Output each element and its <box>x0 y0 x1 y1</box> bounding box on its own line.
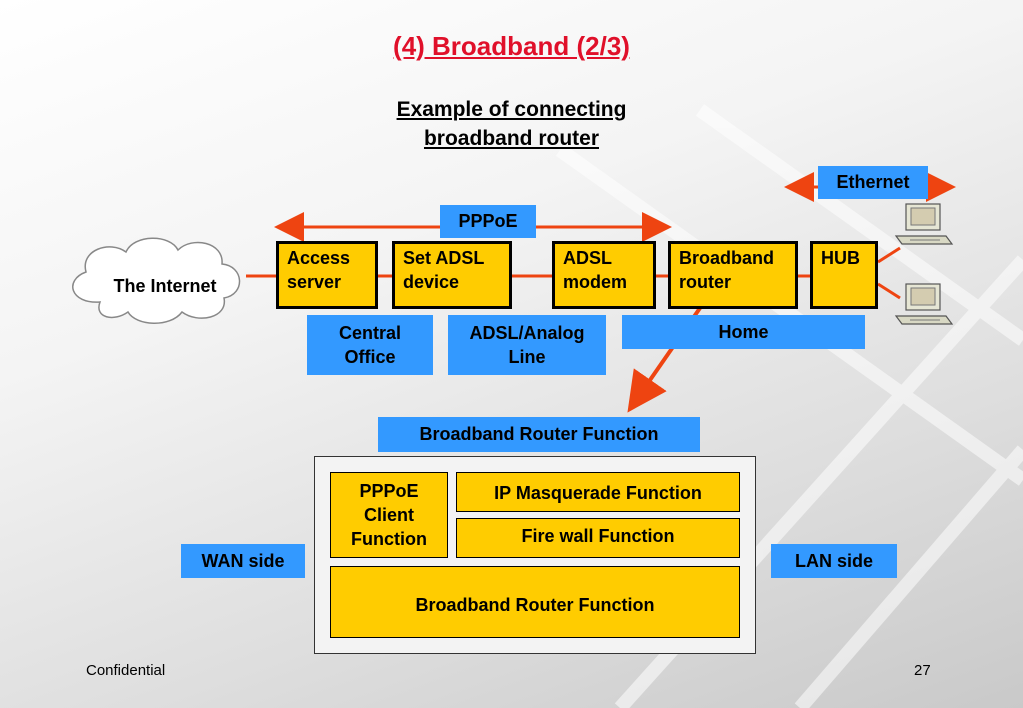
node-label-line2: server <box>287 272 342 292</box>
segment-home: Home <box>622 315 865 349</box>
node-label-line1: Access <box>287 248 351 268</box>
subtitle-line-2: broadband router <box>423 127 599 150</box>
node-label-line2: device <box>403 272 460 292</box>
node-access-server: Access server <box>276 241 378 309</box>
node-hub: HUB <box>810 241 878 309</box>
node-label-line1: ADSL <box>563 248 612 268</box>
link-hub-pc1 <box>877 246 901 264</box>
segment-label-line2: Line <box>508 347 546 367</box>
lan-side-label: LAN side <box>771 544 897 578</box>
page-title: (4) Broadband (2/3) <box>393 31 630 61</box>
computer-icon <box>894 283 954 325</box>
segment-adsl-analog-line: ADSL/Analog Line <box>448 315 606 375</box>
node-label-line1: Set ADSL <box>403 248 485 268</box>
diagram-subtitle: Example of connecting broadband router <box>0 95 1023 153</box>
link-hub-pc2 <box>877 282 901 300</box>
node-label-line2: router <box>679 272 732 292</box>
node-label-line1: HUB <box>821 248 860 268</box>
confidential-footer: Confidential <box>86 662 166 679</box>
node-broadband-router: Broadband router <box>668 241 798 309</box>
node-set-adsl-device: Set ADSL device <box>392 241 512 309</box>
node-label-line1: Broadband <box>679 248 775 268</box>
function-label-line3: Function <box>351 529 427 549</box>
segment-label-line1: Central <box>338 323 401 343</box>
ethernet-label: Ethernet <box>818 166 928 199</box>
segment-label-line1: ADSL/Analog <box>469 323 585 343</box>
internet-label: The Internet <box>113 276 217 296</box>
subtitle-line-1: Example of connecting <box>396 98 627 121</box>
function-header: Broadband Router Function <box>378 417 700 452</box>
ip-masquerade-function: IP Masquerade Function <box>456 472 740 512</box>
firewall-function: Fire wall Function <box>456 518 740 558</box>
wan-side-label: WAN side <box>181 544 305 578</box>
pppoe-label: PPPoE <box>440 205 536 238</box>
segment-label-line2: Office <box>344 347 396 367</box>
page-number: 27 <box>914 662 931 679</box>
node-label-line2: modem <box>563 272 628 292</box>
pppoe-client-function: PPPoE Client Function <box>330 472 448 558</box>
segment-central-office: Central Office <box>307 315 433 375</box>
computer-icon <box>894 203 954 245</box>
internet-cloud-icon <box>72 237 241 324</box>
function-label-line2: Client <box>363 505 414 525</box>
node-adsl-modem: ADSL modem <box>552 241 656 309</box>
function-label-line1: PPPoE <box>359 481 419 501</box>
broadband-router-function: Broadband Router Function <box>330 566 740 638</box>
